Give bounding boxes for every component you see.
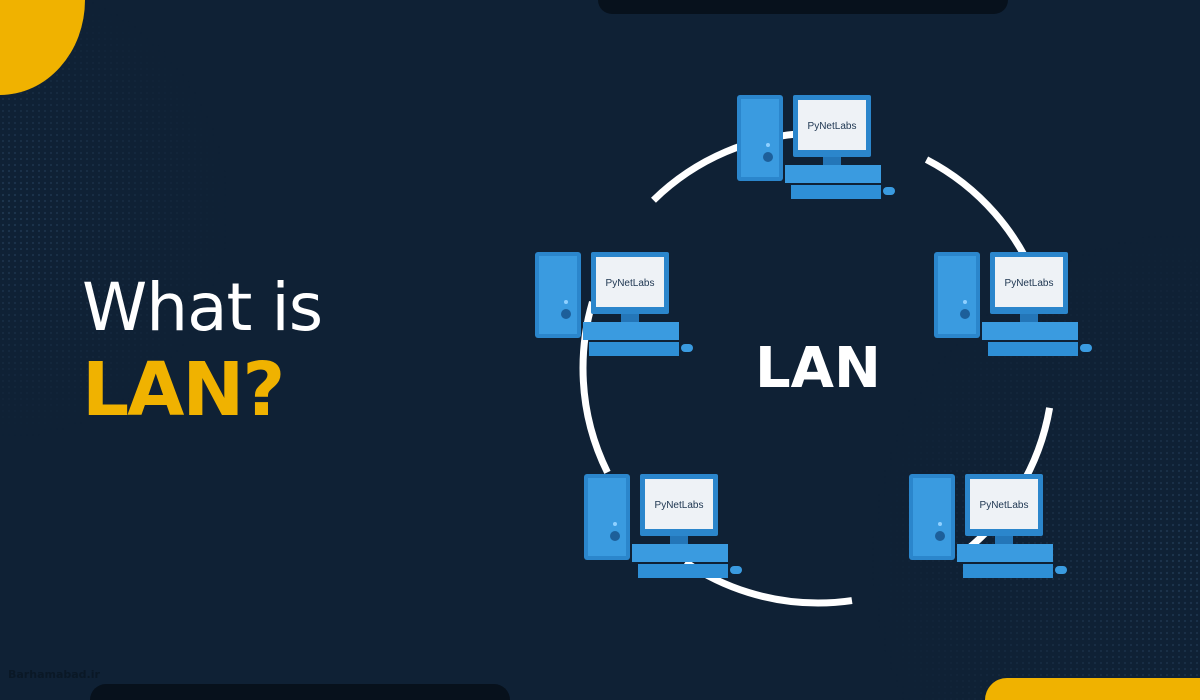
monitor-icon [982, 252, 1092, 356]
ring-arc [579, 129, 1057, 607]
screen-brand: PyNetLabs [980, 500, 1029, 511]
monitor-icon [583, 252, 693, 356]
screen-brand: PyNetLabs [1005, 278, 1054, 289]
title-line-2: LAN? [82, 347, 285, 433]
screen-brand: PyNetLabs [655, 500, 704, 511]
monitor-icon [632, 474, 742, 578]
computer-bottom-left: PyNetLabs [582, 472, 752, 587]
dark-bar-top [598, 0, 1008, 14]
tower-icon [584, 474, 630, 560]
dark-bar-bottom [90, 684, 510, 700]
screen-brand: PyNetLabs [606, 278, 655, 289]
title-line-1: What is [82, 269, 323, 346]
tower-icon [737, 95, 783, 181]
monitor-icon [785, 95, 895, 199]
computer-right: PyNetLabs [932, 250, 1102, 365]
watermark: Barhamabad.ir [8, 668, 100, 681]
monitor-icon [957, 474, 1067, 578]
yellow-corner-circle-bottom [985, 678, 1200, 700]
computer-top: PyNetLabs [735, 93, 905, 208]
tower-icon [535, 252, 581, 338]
computer-left: PyNetLabs [533, 250, 703, 365]
computer-bottom-right: PyNetLabs [907, 472, 1077, 587]
tower-icon [934, 252, 980, 338]
tower-icon [909, 474, 955, 560]
screen-brand: PyNetLabs [808, 121, 857, 132]
lan-label: LAN [755, 336, 881, 401]
page-title: What is LAN? [82, 268, 323, 433]
